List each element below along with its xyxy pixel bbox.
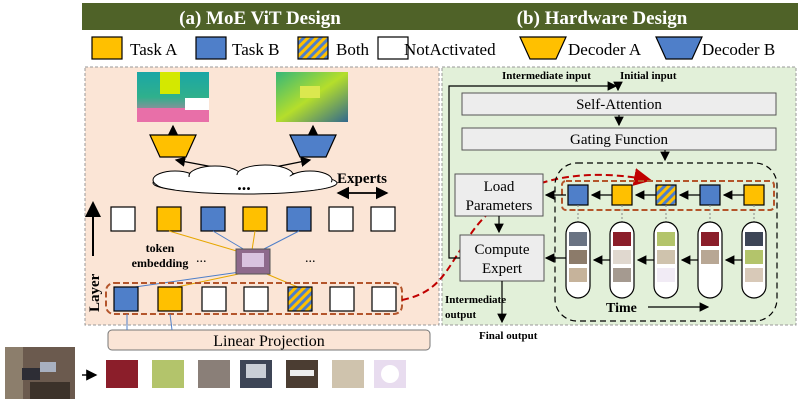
token-4 xyxy=(243,286,269,312)
gating-function-label: Gating Function xyxy=(570,132,668,148)
intermediate-output-label-1: Intermediate xyxy=(445,294,506,306)
red-dashed-link xyxy=(401,168,652,301)
token-5 xyxy=(287,286,313,312)
header-right-title: (b) Hardware Design xyxy=(517,8,688,29)
token-row-container xyxy=(105,282,403,315)
token-embedding-label-2: embedding xyxy=(132,256,189,270)
layer-label: Layer xyxy=(87,273,103,312)
decoder-a-shape xyxy=(149,134,197,158)
load-parameters-label-2: Parameters xyxy=(466,198,533,214)
decoder-b-shape xyxy=(289,134,337,158)
token-row xyxy=(113,286,397,312)
expert-queue xyxy=(567,184,765,206)
expert-5 xyxy=(286,206,312,232)
gating-function-box xyxy=(461,127,777,151)
linear-projection-box: Linear Projection xyxy=(107,329,431,351)
time-label: Time xyxy=(606,301,637,316)
compute-expert-label-2: Expert xyxy=(482,261,523,277)
dots-right: ... xyxy=(305,251,316,266)
routing-lines xyxy=(127,230,301,289)
token-7 xyxy=(371,286,397,312)
token-3 xyxy=(201,286,227,312)
expert-7 xyxy=(370,206,396,232)
legend-both: Both xyxy=(336,40,370,59)
image-patches xyxy=(106,360,406,388)
expert-row xyxy=(110,206,396,232)
expert-cloud: ... xyxy=(152,164,338,195)
token-2 xyxy=(157,286,183,312)
dots-left: ... xyxy=(196,251,207,266)
load-parameters-box xyxy=(454,173,544,217)
load-parameters-label-1: Load xyxy=(484,179,515,195)
header-left-title: (a) MoE ViT Design xyxy=(179,8,341,29)
legend-task-a: Task A xyxy=(130,40,178,59)
loopback-arrow xyxy=(448,81,618,259)
linear-projection-label: Linear Projection xyxy=(213,333,325,350)
header-bar: (a) MoE ViT Design (b) Hardware Design xyxy=(82,3,798,30)
expert-weight-capsules xyxy=(565,221,767,299)
legend-task-b: Task B xyxy=(232,40,279,59)
expert-1 xyxy=(110,206,136,232)
expert-6 xyxy=(328,206,354,232)
self-attention-label: Self-Attention xyxy=(576,97,662,113)
token-6 xyxy=(329,286,355,312)
legend-decoder-b: Decoder B xyxy=(702,40,775,59)
compute-expert-label-1: Compute xyxy=(475,242,530,258)
intermediate-output-label-2: output xyxy=(445,309,477,321)
intermediate-input-label: Intermediate input xyxy=(502,70,591,82)
input-image xyxy=(5,347,75,399)
legend-not-activated: NotActivated xyxy=(404,40,496,59)
segmentation-output-image xyxy=(137,72,209,122)
cloud-ellipsis: ... xyxy=(237,174,251,194)
final-output-label: Final output xyxy=(479,330,538,342)
expert-3 xyxy=(200,206,226,232)
expert-4 xyxy=(242,206,268,232)
token-embedding-thumbnail xyxy=(235,248,271,275)
expert-2 xyxy=(156,206,182,232)
depth-output-image xyxy=(276,72,348,122)
token-embedding-label-1: token xyxy=(146,241,175,255)
initial-input-label: Initial input xyxy=(620,70,677,82)
token-1 xyxy=(113,286,139,312)
experts-label: Experts xyxy=(337,171,387,187)
legend-decoder-a: Decoder A xyxy=(568,40,642,59)
expert-pipeline-region xyxy=(554,162,778,322)
legend: Task A Task B Both NotActivated Decoder … xyxy=(91,36,775,60)
expert-queue-container xyxy=(561,180,775,211)
